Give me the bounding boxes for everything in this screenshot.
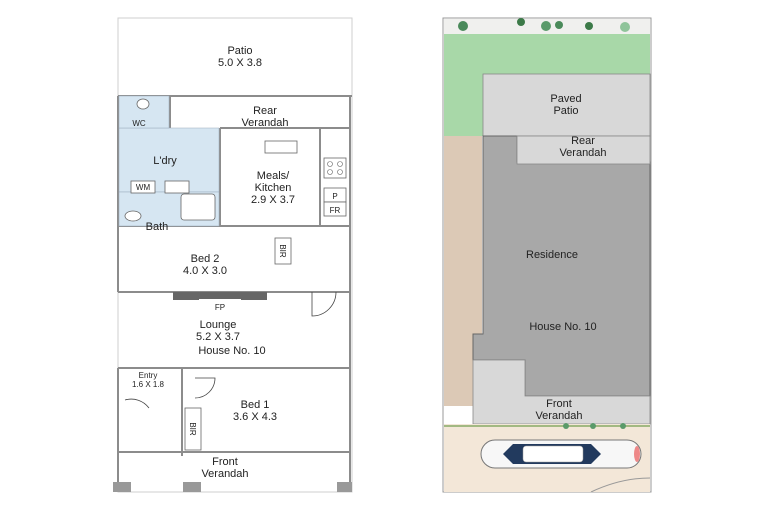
meals-kitchen-size: 2.9 X 3.7 [251,194,295,206]
rear-verandah-label-1: Rear [571,135,595,147]
fridge-label: FR [330,206,341,215]
bath-label: Bath [146,221,169,233]
shrub-icon [458,21,468,31]
wm-label: WM [136,183,151,192]
residence-footprint [472,135,651,397]
bath-tub-icon [180,193,216,221]
burner-icon [337,169,343,175]
entry-label: Entry [139,371,158,380]
wc-label: WC [132,119,146,128]
shrub-icon [563,423,569,429]
pantry-label: P [332,192,337,201]
rear-verandah-label-2: Verandah [559,147,606,159]
door-swing [194,377,216,399]
meals-kitchen-label-2: Kitchen [255,182,292,194]
shrub-icon [620,423,626,429]
patio-size: 5.0 X 3.8 [218,57,262,69]
door-swing [124,398,150,409]
lounge-label: Lounge [200,319,237,331]
shrub-icon [590,423,596,429]
entry-size: 1.6 X 1.8 [132,380,165,389]
paved-patio-label-2: Patio [553,105,578,117]
bed1-robe [184,407,202,451]
meals-kitchen-label-1: Meals/ [257,170,290,182]
bed2-size: 4.0 X 3.0 [183,265,227,277]
burner-icon [337,161,343,167]
shrub-icon [620,22,630,32]
paved-patio-label-1: Paved [550,93,581,105]
fridge-box [323,201,347,217]
bed2-robe [274,237,292,265]
verandah-post [337,482,352,492]
cooktop-icon [323,157,347,179]
house-number-label: House No. 10 [529,321,596,333]
rear-verandah [516,135,651,165]
sink-icon [264,140,298,154]
driveway-curve [590,477,651,493]
bed1-size: 3.6 X 4.3 [233,411,277,423]
patio-label: Patio [227,45,252,57]
verandah-post [113,482,131,492]
rear-verandah-label-1: Rear [253,105,277,117]
bed2-robe-label: BIR [278,244,287,258]
fireplace-opening [199,299,241,302]
front-verandah-label-1: Front [546,398,572,410]
fireplace-label: FP [215,303,225,312]
shrub-icon [585,22,593,30]
paved-patio [482,73,651,137]
door-swing [311,291,337,317]
shrub-icon [555,21,563,29]
front-verandah-label-2: Verandah [201,468,248,480]
verandah-post [183,482,201,492]
front-verandah-label-2: Verandah [535,410,582,422]
burner-icon [327,161,333,167]
front-verandah-label-1: Front [212,456,238,468]
lounge-size: 5.2 X 3.7 [196,331,240,343]
car-icon [480,439,642,469]
residence-label: Residence [526,249,578,261]
shrub-icon [517,18,525,26]
laundry-tub-icon [164,180,190,194]
fireplace-hearth [173,292,267,300]
house-number-label: House No. 10 [198,345,265,357]
shrub-icon [541,21,551,31]
laundry-label: L'dry [153,155,177,167]
washing-machine-icon [130,180,156,194]
site-plan: Paved Patio Rear Verandah Residence Hous… [442,17,652,493]
bed2-label: Bed 2 [191,253,220,265]
toilet-icon [136,98,150,110]
basin-icon [124,210,142,222]
rear-verandah-label-2: Verandah [241,117,288,129]
bed1-label: Bed 1 [241,399,270,411]
floor-plan: Patio 5.0 X 3.8 Rear Verandah WC L'dry W… [113,17,353,493]
bed1-robe-label: BIR [188,422,197,436]
burner-icon [327,169,333,175]
